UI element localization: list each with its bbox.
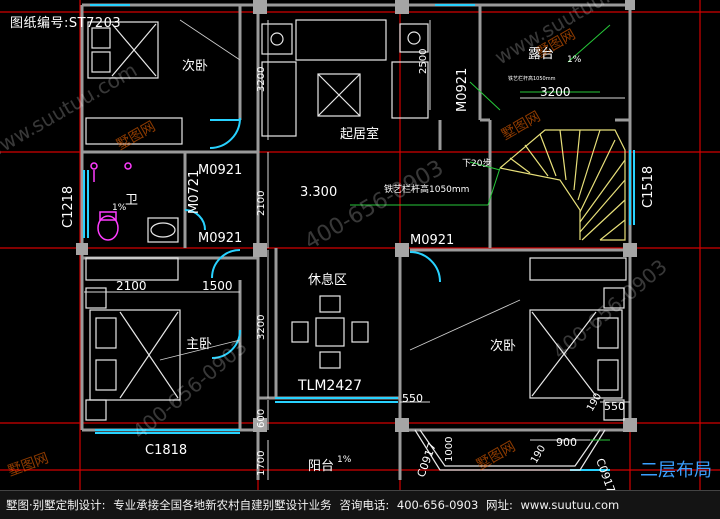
room-label-lounge: 休息区 xyxy=(308,272,347,288)
dim-1000: 1000 xyxy=(444,437,455,462)
dim-3200-a: 3200 xyxy=(256,67,267,92)
door-tlm2427: TLM2427 xyxy=(297,378,362,394)
dim-1500: 1500 xyxy=(202,279,233,293)
footer-bar: 墅图·别墅定制设计: 专业承接全国各地新农村自建别墅设计业务 咨询电话: 400… xyxy=(0,490,720,519)
footer-phone: 400-656-0903 xyxy=(396,498,479,512)
footer-site: www.suutuu.com xyxy=(520,498,620,512)
note-railing: 铁艺栏杆高1050mm xyxy=(384,183,469,195)
door-m0921-b: M0921 xyxy=(198,231,242,246)
svg-text:墅图网: 墅图网 xyxy=(114,119,158,154)
footer-service: 专业承接全国各地新农村自建别墅设计业务 xyxy=(113,498,332,512)
room-label-bathroom: 卫 xyxy=(125,193,138,208)
window-c0917-l: C0917 xyxy=(415,441,439,479)
footer-brand: 墅图·别墅定制设计: xyxy=(6,498,106,512)
drawing-code: 图纸编号:ST7203 xyxy=(10,16,122,31)
elevation-3300: 3.300 xyxy=(300,185,337,200)
footer-site-label: 网址: xyxy=(486,498,513,512)
door-m0921-c: M0921 xyxy=(410,233,454,248)
room-label-bedroom-r: 次卧 xyxy=(490,338,516,354)
dim-600: 600 xyxy=(256,409,267,428)
columns xyxy=(76,0,637,432)
windows-cyan xyxy=(83,4,635,471)
bathroom-fixture xyxy=(90,162,132,241)
door-m0921-a: M0921 xyxy=(198,163,242,178)
room-leaders xyxy=(159,19,521,361)
window-c1818: C1818 xyxy=(145,443,187,458)
dim-2100-a: 2100 xyxy=(256,191,267,216)
svg-text:墅图网: 墅图网 xyxy=(499,109,543,144)
window-c1218: C1218 xyxy=(61,186,76,228)
dim-2100-b: 2100 xyxy=(116,279,147,293)
stair xyxy=(499,129,626,241)
dim-3200-c: 3200 xyxy=(256,315,267,340)
svg-text:墅图网: 墅图网 xyxy=(474,439,518,474)
dim-190-a: 190 xyxy=(529,443,548,465)
room-label-bedroom-tl: 次卧 xyxy=(182,58,208,74)
door-m0921-d: M0921 xyxy=(455,68,470,112)
room-label-balcony: 阳台 xyxy=(308,459,334,474)
slope-balcony: 1% xyxy=(337,455,352,465)
door-m0721: M0721 xyxy=(187,170,202,214)
note-railing-small: 铁艺栏杆高1050mm xyxy=(508,75,556,82)
dim-550-a: 550 xyxy=(402,392,423,405)
window-c0917-r: C0917 xyxy=(593,457,617,495)
dimension-lines xyxy=(84,20,630,480)
note-stair-down: 下20步 xyxy=(462,158,491,169)
room-label-terrace: 露台 xyxy=(528,47,554,62)
slope-terrace: 1% xyxy=(567,55,582,65)
furniture xyxy=(85,19,627,471)
room-label-master: 主卧 xyxy=(186,337,212,352)
dim-2500: 2500 xyxy=(418,49,429,74)
footer-phone-label: 咨询电话: xyxy=(339,498,390,512)
dim-550-b: 550 xyxy=(604,400,625,413)
layout-title: 二层布局 xyxy=(640,460,712,481)
dim-3200-b: 3200 xyxy=(540,85,571,99)
room-label-living: 起居室 xyxy=(340,126,379,142)
slope-bathroom: 1% xyxy=(112,203,127,213)
svg-text:墅图网: 墅图网 xyxy=(6,450,51,479)
window-c1518: C1518 xyxy=(641,166,656,208)
dim-1700: 1700 xyxy=(256,451,267,476)
dim-900: 900 xyxy=(556,436,577,449)
